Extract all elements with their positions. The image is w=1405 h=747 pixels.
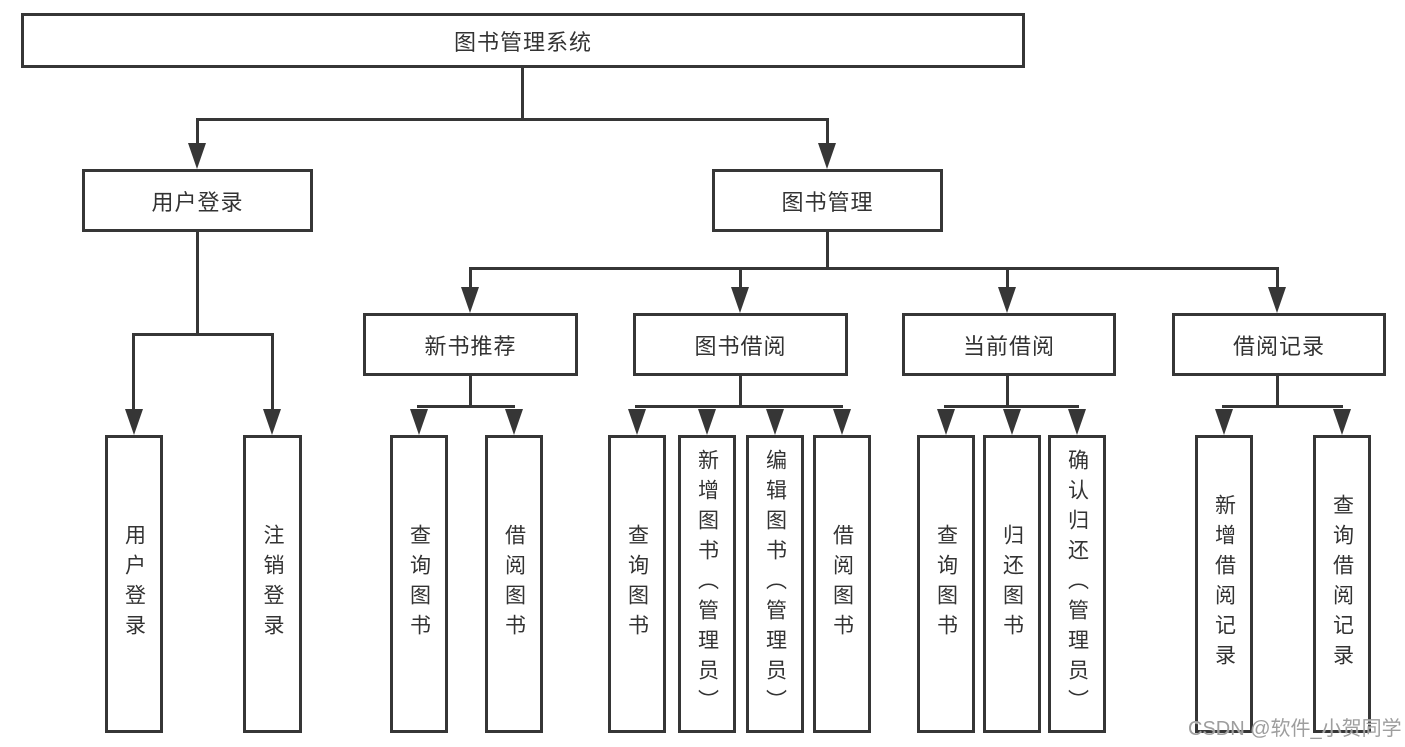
arrow-down-icon <box>698 409 716 435</box>
arrow-down-icon <box>188 143 206 169</box>
arrow-down-icon <box>410 409 428 435</box>
connector-line <box>469 376 472 408</box>
leaf-label: 查询图书 <box>934 524 958 644</box>
connector-line <box>469 267 472 290</box>
connector-line <box>271 333 274 413</box>
arrow-down-icon <box>125 409 143 435</box>
leaf-query-books: 查询图书 <box>608 435 666 733</box>
leaf-edit-books-admin: 编辑图书（管理员） <box>746 435 804 733</box>
leaf-confirm-return-admin: 确认归还（管理员） <box>1048 435 1106 733</box>
arrow-down-icon <box>461 287 479 313</box>
node-borrow-records: 借阅记录 <box>1172 313 1386 376</box>
arrow-down-icon <box>1068 409 1086 435</box>
leaf-label: 注销登录 <box>261 524 284 644</box>
connector-line <box>635 405 843 408</box>
leaf-query-borrow-record: 查询借阅记录 <box>1313 435 1371 733</box>
leaf-query-books: 查询图书 <box>390 435 448 733</box>
leaf-user-login: 用户登录 <box>105 435 163 733</box>
connector-line <box>521 68 524 121</box>
connector-line <box>469 267 1279 270</box>
connector-line <box>1276 376 1279 408</box>
connector-line <box>132 333 274 336</box>
leaf-borrow-books: 借阅图书 <box>485 435 543 733</box>
connector-line <box>1222 405 1343 408</box>
connector-line <box>826 232 829 270</box>
connector-line <box>739 376 742 408</box>
leaf-label: 查询图书 <box>625 524 649 644</box>
connector-line <box>196 232 199 336</box>
arrow-down-icon <box>1268 287 1286 313</box>
node-new-book-recommend: 新书推荐 <box>363 313 578 376</box>
leaf-label: 借阅图书 <box>502 524 526 644</box>
connector-line <box>739 267 742 290</box>
arrow-down-icon <box>263 409 281 435</box>
arrow-down-icon <box>1003 409 1021 435</box>
leaf-label: 查询借阅记录 <box>1330 494 1354 674</box>
leaf-label: 新增图书（管理员） <box>695 449 719 719</box>
node-user-login: 用户登录 <box>82 169 313 232</box>
connector-line <box>1006 376 1009 408</box>
leaf-label: 归还图书 <box>1000 524 1024 644</box>
watermark: CSDN @软件_小贺同学 <box>1188 718 1402 740</box>
connector-line <box>417 405 515 408</box>
connector-line <box>196 118 199 146</box>
leaf-label: 用户登录 <box>122 524 146 644</box>
leaf-label: 编辑图书（管理员） <box>763 449 787 719</box>
node-book-borrow: 图书借阅 <box>633 313 848 376</box>
arrow-down-icon <box>937 409 955 435</box>
arrow-down-icon <box>1215 409 1233 435</box>
leaf-query-books: 查询图书 <box>917 435 975 733</box>
connector-line <box>1006 267 1009 290</box>
arrow-down-icon <box>766 409 784 435</box>
arrow-down-icon <box>505 409 523 435</box>
arrow-down-icon <box>628 409 646 435</box>
node-current-borrow: 当前借阅 <box>902 313 1116 376</box>
node-book-management: 图书管理 <box>712 169 943 232</box>
leaf-borrow-books: 借阅图书 <box>813 435 871 733</box>
arrow-down-icon <box>731 287 749 313</box>
leaf-label: 查询图书 <box>407 524 431 644</box>
leaf-add-books-admin: 新增图书（管理员） <box>678 435 736 733</box>
leaf-logout: 注销登录 <box>243 435 302 733</box>
leaf-label: 新增借阅记录 <box>1212 494 1236 674</box>
connector-line <box>1276 267 1279 290</box>
arrow-down-icon <box>818 143 836 169</box>
connector-line <box>196 118 829 121</box>
connector-line <box>944 405 1079 408</box>
arrow-down-icon <box>1333 409 1351 435</box>
leaf-add-borrow-record: 新增借阅记录 <box>1195 435 1253 733</box>
connector-line <box>826 118 829 146</box>
arrow-down-icon <box>998 287 1016 313</box>
leaf-return-books: 归还图书 <box>983 435 1041 733</box>
connector-line <box>132 333 135 413</box>
leaf-label: 借阅图书 <box>830 524 854 644</box>
node-root: 图书管理系统 <box>21 13 1025 68</box>
arrow-down-icon <box>833 409 851 435</box>
leaf-label: 确认归还（管理员） <box>1065 449 1089 719</box>
